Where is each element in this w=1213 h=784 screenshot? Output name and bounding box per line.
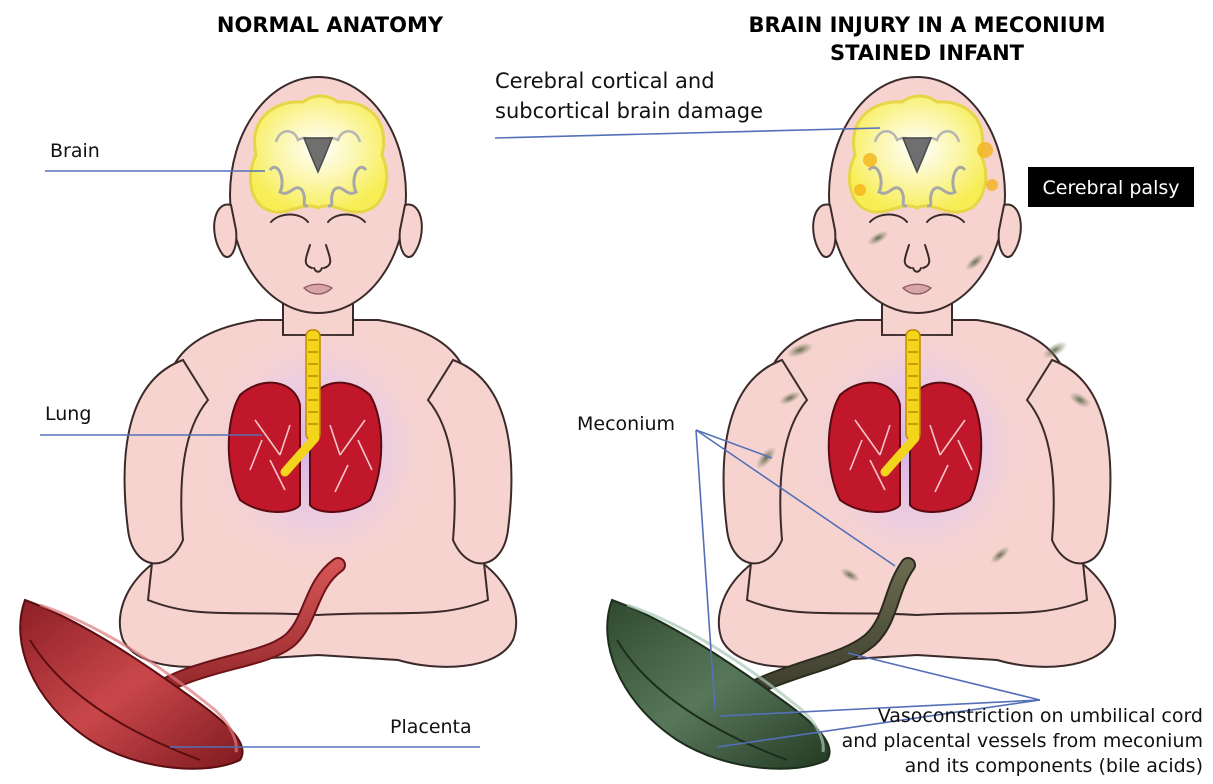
label-vasoconstriction-line3: and its components (bile acids) <box>905 755 1203 777</box>
title-normal-anatomy: NORMAL ANATOMY <box>217 13 444 37</box>
title-meconium-line1: BRAIN INJURY IN A MECONIUM <box>748 13 1105 37</box>
title-meconium-line2: STAINED INFANT <box>830 41 1025 65</box>
label-cerebral-palsy: Cerebral palsy <box>1043 177 1180 199</box>
label-meconium: Meconium <box>577 413 675 435</box>
label-cerebral-damage-line2: subcortical brain damage <box>495 99 763 123</box>
label-brain: Brain <box>50 140 100 162</box>
label-cerebral-damage-line1: Cerebral cortical and <box>495 69 715 93</box>
leader-cerebral-damage <box>495 128 880 138</box>
normal-infant-figure <box>20 77 516 769</box>
label-vasoconstriction-line1: Vasoconstriction on umbilical cord <box>878 705 1203 727</box>
label-placenta: Placenta <box>390 716 472 738</box>
label-vasoconstriction-line2: and placental vessels from meconium <box>842 730 1203 752</box>
label-lung: Lung <box>45 403 91 425</box>
